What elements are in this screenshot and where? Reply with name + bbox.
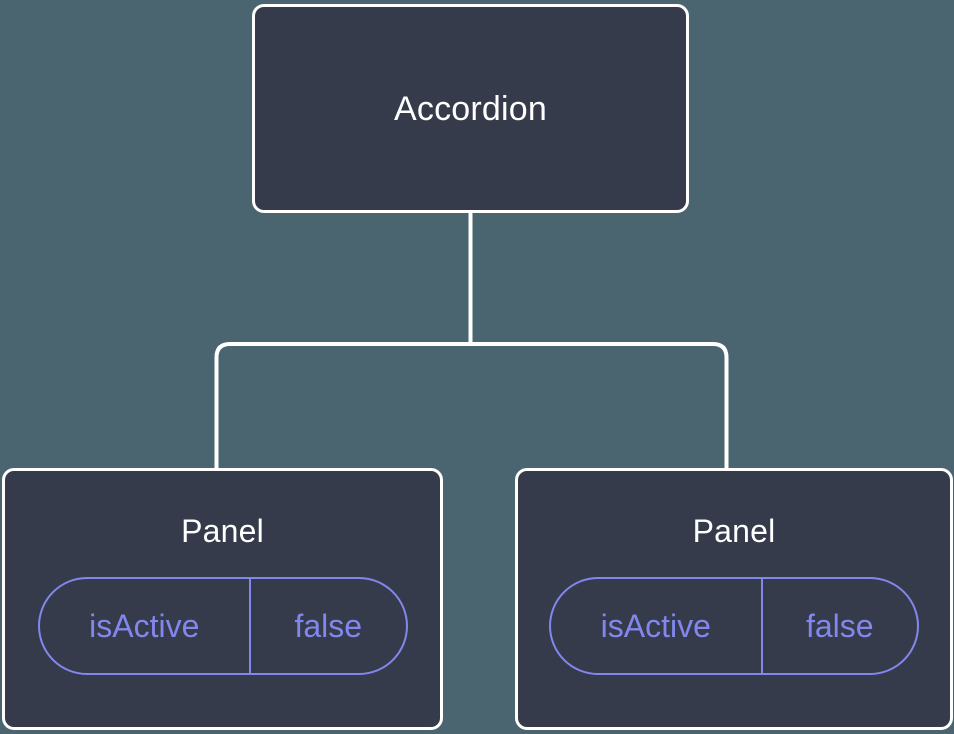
- node-accordion[interactable]: Accordion: [252, 4, 689, 213]
- node-panel-right-title: Panel: [692, 513, 776, 549]
- node-accordion-title: Accordion: [394, 89, 547, 128]
- edge-accordion-to-panel-left: [214, 342, 471, 470]
- prop-badge-is-active[interactable]: isActive false: [37, 577, 408, 675]
- prop-value-is-active: false: [249, 579, 405, 673]
- prop-badge-is-active[interactable]: isActive false: [549, 577, 919, 675]
- node-panel-left-title: Panel: [181, 513, 264, 549]
- prop-value-is-active: false: [760, 579, 917, 673]
- edge-accordion-to-panel-right: [470, 342, 729, 470]
- node-panel-left[interactable]: Panel isActive false: [2, 468, 443, 730]
- node-panel-right[interactable]: Panel isActive false: [515, 468, 953, 730]
- prop-key-is-active: isActive: [600, 608, 711, 644]
- prop-key-is-active: isActive: [89, 608, 200, 644]
